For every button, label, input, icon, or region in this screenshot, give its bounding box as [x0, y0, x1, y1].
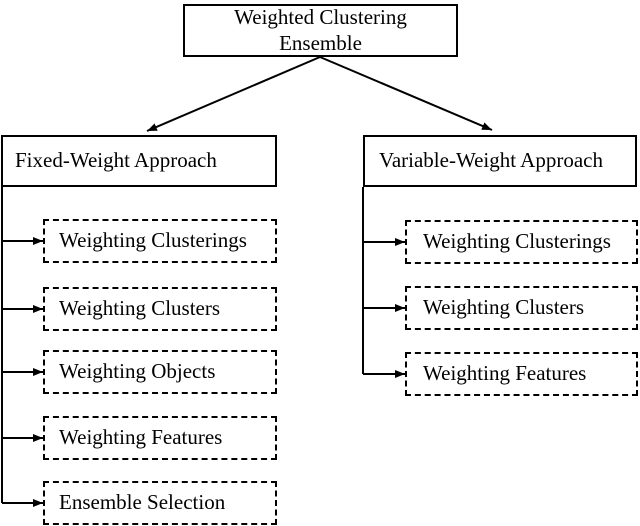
node-fixed-weighting-clusterings: Weighting Clusterings: [43, 219, 277, 263]
node-variable-weighting-features: Weighting Features: [405, 352, 638, 396]
arrow-root-to-fixed: [146, 56, 321, 132]
node-fixed-ensemble-selection: Ensemble Selection: [43, 481, 277, 525]
node-fixed-weighting-features: Weighting Features: [43, 416, 277, 460]
node-weighted-clustering-ensemble: Weighted Clustering Ensemble: [183, 4, 458, 57]
node-variable-weighting-clusters: Weighting Clusters: [405, 286, 638, 330]
node-fixed-weighting-objects: Weighting Objects: [43, 350, 277, 394]
node-variable-weighting-clusterings: Weighting Clusterings: [405, 220, 638, 264]
node-variable-weight-approach: Variable-Weight Approach: [363, 135, 637, 187]
node-fixed-weight-approach: Fixed-Weight Approach: [1, 135, 277, 187]
node-fixed-weighting-clusters: Weighting Clusters: [43, 287, 277, 331]
arrow-root-to-variable: [319, 56, 493, 131]
